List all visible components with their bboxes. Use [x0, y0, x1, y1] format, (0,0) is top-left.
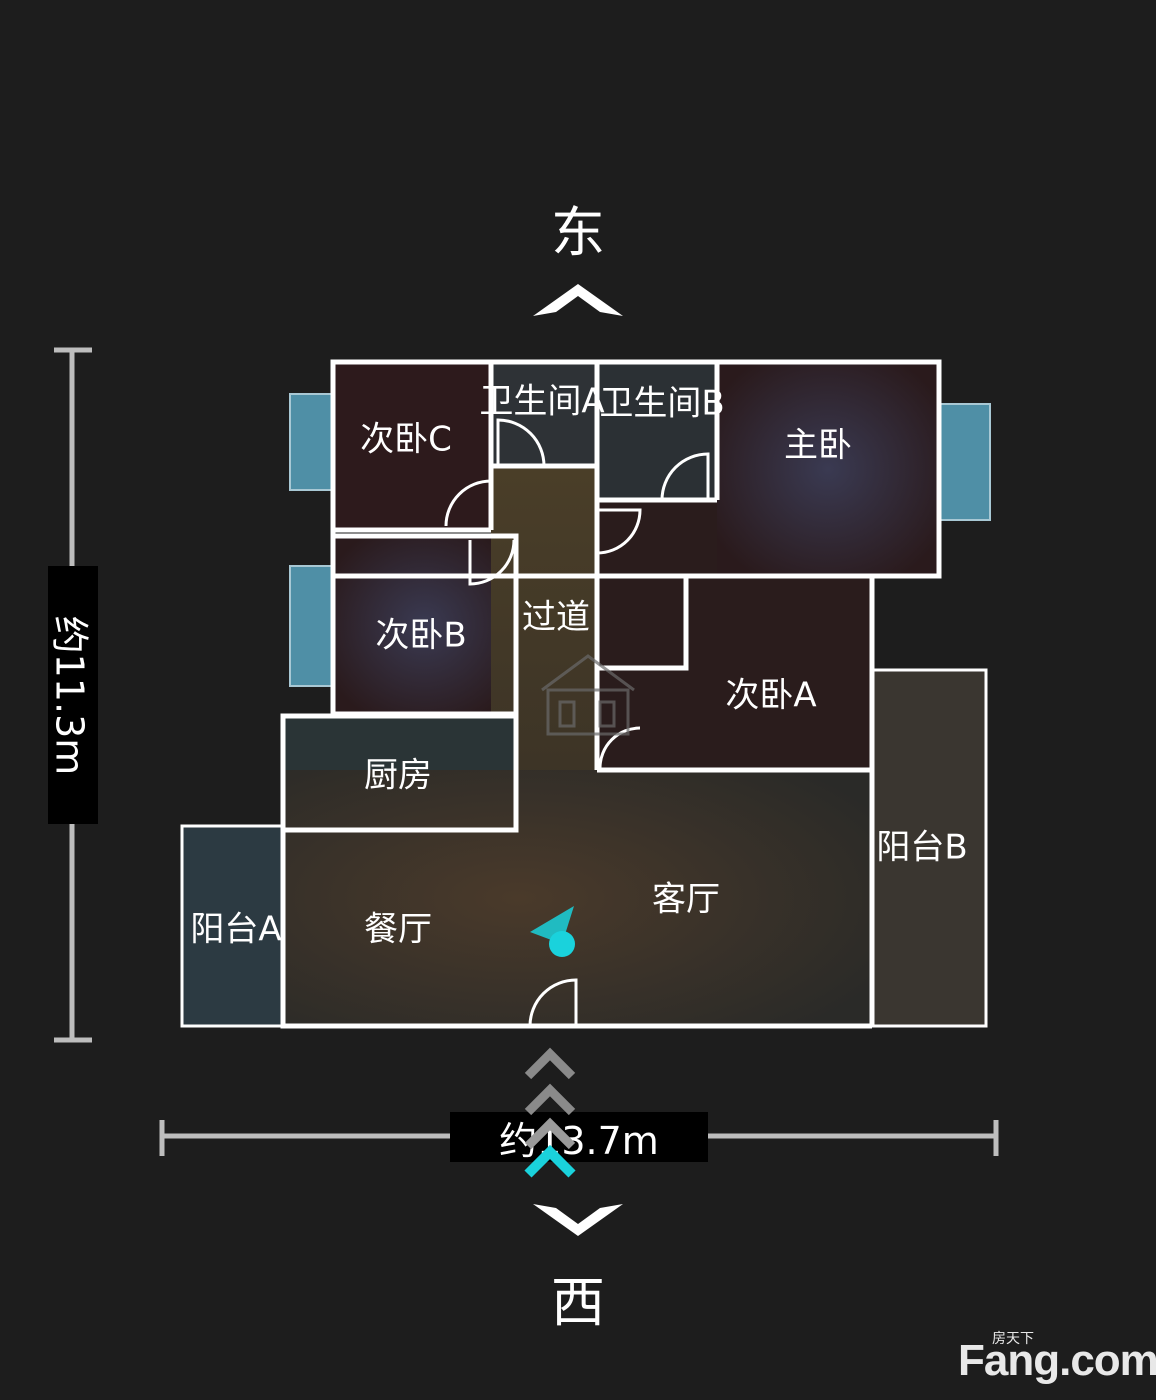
door-bath-b — [660, 452, 710, 501]
center-watermark-logo — [541, 654, 635, 736]
door-bath-a — [496, 418, 546, 467]
room-label-bedroom-c[interactable]: 次卧C — [360, 419, 452, 460]
west-label: 西 — [551, 1271, 605, 1334]
windows — [289, 393, 991, 687]
room-fill-balcony-b — [872, 670, 986, 1026]
room-label-master[interactable]: 主卧 — [784, 425, 852, 466]
room-label-dining[interactable]: 餐厅 — [364, 909, 432, 950]
room-label-bedroom-a[interactable]: 次卧A — [725, 675, 817, 716]
room-label-balcony-b[interactable]: 阳台B — [876, 827, 968, 868]
vertical-dimension-label: 约11.3m — [47, 615, 92, 775]
room-fill-bedroom-c — [333, 362, 491, 530]
room-label-bath-b[interactable]: 卫生间B — [599, 383, 725, 424]
room-label-balcony-a[interactable]: 阳台A — [190, 909, 282, 950]
room-fill-balcony-a — [182, 826, 283, 1026]
door-entrance — [528, 978, 578, 1027]
horizontal-dimension: 约13.7m — [450, 1112, 708, 1163]
room-fill-bath-a — [491, 362, 597, 466]
door-bedroom-b — [468, 539, 516, 586]
window-bedroom-c — [289, 393, 333, 491]
vertical-dimension: 约11.3m — [48, 566, 98, 824]
viewer-position-marker[interactable] — [522, 904, 592, 974]
doors — [444, 418, 710, 1027]
door-bedroom-c — [444, 479, 493, 527]
east-label: 东 — [551, 201, 605, 264]
room-label-kitchen[interactable]: 厨房 — [364, 755, 432, 796]
room-fill-bath-b — [597, 362, 717, 500]
door-bedroom-a — [598, 726, 641, 769]
watermark-tagline: 房天下 — [992, 1330, 1034, 1346]
room-label-bedroom-b[interactable]: 次卧B — [375, 615, 467, 656]
window-bedroom-b — [289, 565, 333, 687]
watermark-brand: Fang.com — [958, 1336, 1156, 1385]
room-label-living[interactable]: 客厅 — [652, 879, 720, 920]
window-master — [939, 403, 991, 521]
room-fill-bedroom-b — [333, 536, 516, 714]
forward-chevrons-icon[interactable] — [520, 1040, 580, 1180]
horizontal-dimension-label: 约13.7m — [499, 1118, 659, 1163]
walls — [180, 359, 988, 1029]
north-arrow-icon — [533, 284, 623, 316]
south-arrow-icon — [533, 1204, 623, 1236]
room-label-corridor[interactable]: 过道 — [522, 597, 590, 638]
corner-watermark: 房天下 Fang.com — [958, 1328, 1156, 1388]
room-fill-bedroom-a — [597, 500, 872, 770]
room-fill-master — [717, 362, 939, 576]
room-fills — [182, 362, 986, 1026]
door-corridor-right — [596, 508, 642, 555]
room-label-bath-a[interactable]: 卫生间A — [479, 381, 605, 422]
